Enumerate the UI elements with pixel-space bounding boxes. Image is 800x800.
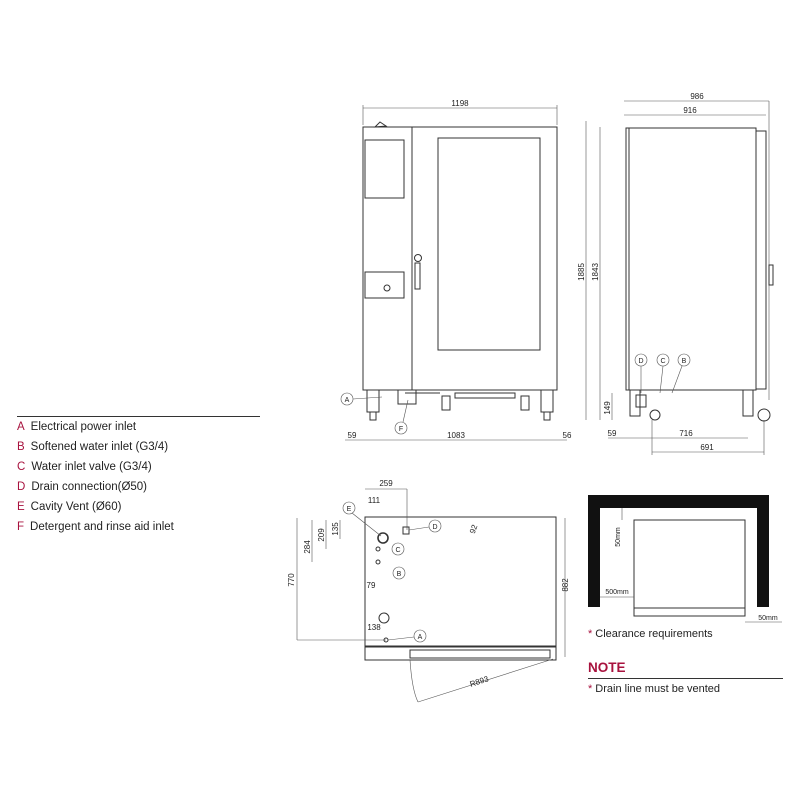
callout-f bbox=[394, 421, 408, 435]
label: 56 bbox=[563, 431, 572, 440]
label: 138 bbox=[367, 623, 381, 632]
label: 92 bbox=[468, 523, 480, 535]
front-view: 1198 A F 59 1083 56 bbox=[340, 99, 572, 441]
legend-item-e: E Cavity Vent (Ø60) bbox=[17, 497, 260, 517]
side-view: 986 916 1885 1843 149 D C B 59 716 691 bbox=[577, 92, 774, 455]
label: Water inlet valve (G3/4) bbox=[31, 461, 152, 473]
label: Clearance requirements bbox=[595, 628, 713, 640]
label: 1885 bbox=[577, 263, 586, 281]
label: A bbox=[17, 421, 25, 433]
note-title: NOTE bbox=[588, 660, 783, 679]
label: 209 bbox=[317, 528, 326, 542]
label: 50mm bbox=[758, 615, 778, 622]
label: F bbox=[399, 426, 403, 433]
label: B bbox=[682, 358, 687, 365]
label: 716 bbox=[679, 429, 693, 438]
label: Electrical power inlet bbox=[30, 421, 137, 433]
label: Drain connection(Ø50) bbox=[31, 481, 148, 493]
legend-item-a: A Electrical power inlet bbox=[17, 417, 260, 437]
label: E bbox=[17, 501, 25, 513]
label: 259 bbox=[379, 479, 393, 488]
label: D bbox=[638, 358, 643, 365]
label: Detergent and rinse aid inlet bbox=[30, 521, 174, 533]
legend-item-c: C Water inlet valve (G3/4) bbox=[17, 457, 260, 477]
door-window bbox=[437, 137, 541, 351]
label: 135 bbox=[331, 522, 340, 536]
note-text: *Drain line must be vented bbox=[588, 683, 783, 695]
label: B bbox=[397, 571, 402, 578]
notes: *Clearance requirements NOTE *Drain line… bbox=[588, 628, 783, 695]
clearance-diagram: 50mm 500mm 50mm bbox=[588, 495, 782, 623]
label: A bbox=[345, 397, 350, 404]
legend-item-b: B Softened water inlet (G3/4) bbox=[17, 437, 260, 457]
label: Cavity Vent (Ø60) bbox=[30, 501, 122, 513]
label: B bbox=[17, 441, 25, 453]
clearance-caption: *Clearance requirements bbox=[588, 628, 783, 640]
dim-width: 1198 bbox=[451, 99, 469, 108]
label: A bbox=[418, 634, 423, 641]
label: R893 bbox=[469, 674, 490, 689]
label: C bbox=[660, 358, 665, 365]
label: 111 bbox=[368, 496, 381, 505]
label: 770 bbox=[287, 573, 296, 587]
label: 882 bbox=[561, 578, 570, 592]
label: 986 bbox=[690, 92, 704, 101]
label: * bbox=[588, 628, 593, 640]
label: * bbox=[588, 683, 593, 695]
label: 79 bbox=[367, 581, 376, 590]
label: 1083 bbox=[447, 431, 465, 440]
label: C bbox=[395, 547, 400, 554]
label: 50mm bbox=[615, 527, 622, 547]
label: D bbox=[17, 481, 26, 493]
label: 500mm bbox=[605, 589, 629, 596]
connection-legend: A Electrical power inlet B Softened water … bbox=[17, 416, 260, 537]
label: 691 bbox=[700, 443, 714, 452]
door-handle bbox=[414, 262, 421, 290]
control-panel bbox=[364, 139, 405, 199]
label: F bbox=[17, 521, 25, 533]
label: 149 bbox=[603, 401, 612, 415]
label: C bbox=[17, 461, 26, 473]
label: 59 bbox=[348, 431, 357, 440]
label: 1843 bbox=[591, 263, 600, 281]
label: E bbox=[347, 506, 352, 513]
legend-item-f: F Detergent and rinse aid inlet bbox=[17, 517, 260, 537]
top-view: 259 111 E D 92 C B 135 209 284 770 79 13… bbox=[287, 479, 570, 703]
label: 59 bbox=[608, 429, 617, 438]
legend-item-d: D Drain connection(Ø50) bbox=[17, 477, 260, 497]
label: Drain line must be vented bbox=[595, 683, 721, 695]
label: Softened water inlet (G3/4) bbox=[30, 441, 169, 453]
label: 916 bbox=[683, 106, 697, 115]
label: D bbox=[432, 524, 437, 531]
label: 284 bbox=[303, 540, 312, 554]
